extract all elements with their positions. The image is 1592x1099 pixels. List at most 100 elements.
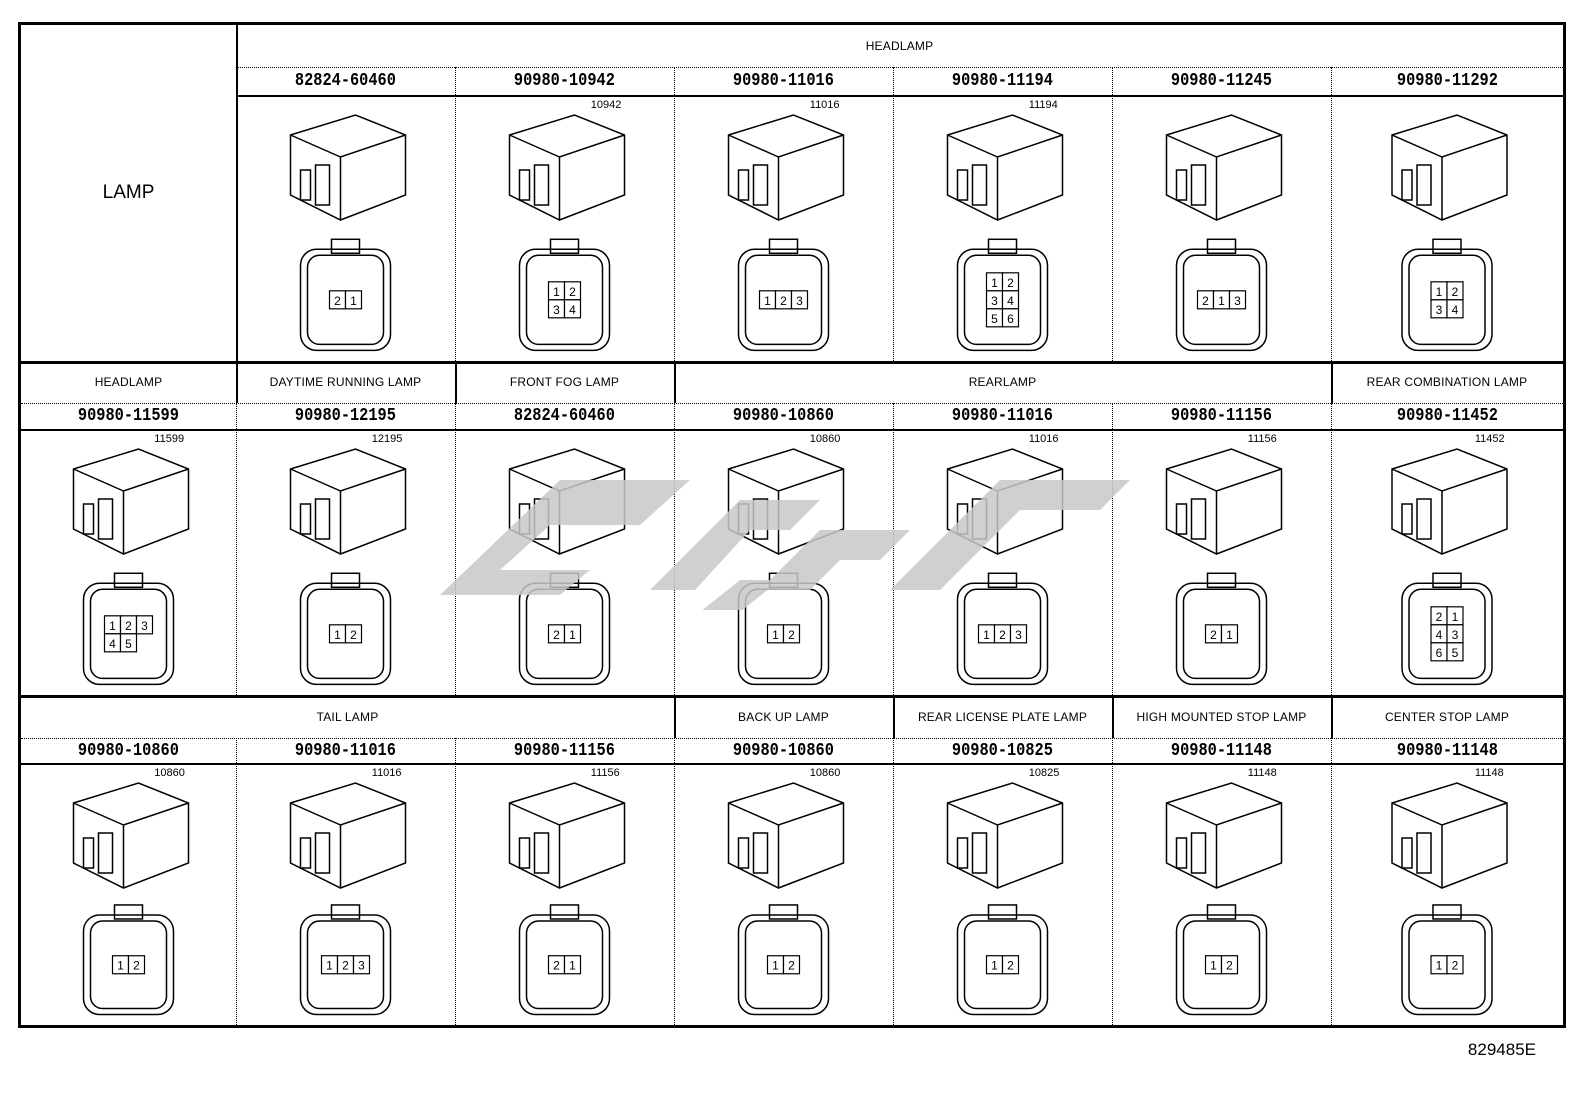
connector-drawing: 1 2 3 4 (1331, 95, 1563, 361)
part-number-cell: 90980-11016 (893, 403, 1112, 429)
part-number: 90980-10860 (732, 740, 834, 761)
group-header: CENTER STOP LAMP (1384, 709, 1510, 724)
connector-icon: 1 2 (727, 782, 845, 1016)
part-number: 90980-10942 (513, 71, 615, 91)
svg-text:2: 2 (1007, 959, 1014, 973)
divider (1112, 67, 1113, 361)
svg-text:1: 1 (117, 959, 124, 973)
part-number: 90980-11148 (1170, 740, 1272, 761)
svg-text:1: 1 (569, 628, 576, 642)
divider (21, 695, 1563, 698)
connector-icon: 1 2 (1391, 782, 1508, 1016)
connector-icon: 1 2 3 4 (1391, 114, 1508, 352)
part-number-cell: 90980-10860 (674, 403, 893, 429)
drawing-code: 829485E (1467, 1040, 1536, 1059)
svg-text:3: 3 (1015, 628, 1022, 642)
callout-label: 11452 (1474, 433, 1505, 445)
svg-text:2: 2 (553, 959, 560, 973)
part-number-cell: 90980-10860 (674, 738, 893, 763)
connector-icon: 1 2 3 (946, 448, 1064, 686)
svg-text:1: 1 (983, 628, 990, 642)
svg-text:1: 1 (1436, 959, 1443, 973)
svg-text:5: 5 (991, 312, 998, 326)
svg-text:3: 3 (553, 303, 560, 317)
svg-text:2: 2 (334, 294, 341, 308)
part-number-cell: 90980-11156 (1112, 403, 1331, 429)
divider (1331, 67, 1332, 361)
svg-text:3: 3 (991, 294, 998, 308)
callout-label: 11148 (1247, 767, 1277, 779)
callout-label: 11156 (590, 767, 620, 779)
divider (236, 361, 238, 403)
part-number-cell: 90980-11148 (1112, 738, 1331, 763)
svg-text:1: 1 (764, 294, 771, 308)
part-number-cell: 90980-11194 (893, 67, 1112, 95)
part-number: 90980-11156 (513, 740, 615, 761)
part-number-cell: 90980-10942 (455, 67, 674, 95)
divider (455, 738, 456, 1025)
svg-text:2: 2 (342, 959, 349, 973)
svg-text:1: 1 (1210, 959, 1217, 973)
callout-label: 11194 (1028, 99, 1058, 111)
svg-text:2: 2 (1452, 285, 1459, 299)
divider (1331, 361, 1333, 403)
callout-label: 11016 (809, 99, 840, 111)
part-number-cell: 90980-11452 (1331, 403, 1563, 429)
svg-text:1: 1 (1452, 610, 1459, 624)
part-number: 90980-11016 (294, 740, 396, 761)
callout-label: 10825 (1028, 767, 1060, 779)
group-header: FRONT FOG LAMP (509, 375, 620, 389)
svg-text:1: 1 (991, 276, 998, 290)
part-number-cell: 82824-60460 (455, 403, 674, 429)
connector-icon: 1 2 (727, 448, 845, 686)
part-number: 82824-60460 (513, 406, 615, 426)
connector-icon: 1 2 3 (289, 782, 407, 1016)
part-number: 90980-11016 (951, 406, 1053, 426)
divider (893, 695, 895, 738)
divider (893, 67, 894, 361)
connector-icon: 2 1 (1165, 448, 1283, 686)
svg-text:1: 1 (1226, 628, 1233, 642)
group-header: HEADLAMP (94, 375, 163, 389)
divider (893, 738, 894, 1025)
divider (674, 67, 675, 361)
part-number: 90980-10860 (732, 406, 834, 426)
divider (1112, 738, 1113, 1025)
group-header: TAIL LAMP (316, 709, 379, 724)
connector-icon: 1 2 3 4 5 6 (946, 114, 1064, 352)
part-number: 90980-10860 (77, 740, 179, 761)
svg-text:1: 1 (553, 285, 560, 299)
callout-label: 11148 (1474, 767, 1504, 779)
svg-text:2: 2 (350, 628, 357, 642)
svg-text:2: 2 (780, 294, 787, 308)
svg-text:2: 2 (999, 628, 1006, 642)
svg-text:1: 1 (109, 619, 116, 633)
group-header: REAR LICENSE PLATE LAMP (917, 709, 1088, 724)
divider (674, 361, 676, 403)
part-number-cell: 90980-11599 (21, 403, 236, 429)
group-header: BACK UP LAMP (738, 709, 829, 724)
part-number: 90980-11452 (1396, 406, 1498, 426)
svg-text:2: 2 (1007, 276, 1014, 290)
part-number: 90980-11156 (1170, 406, 1272, 426)
divider (21, 429, 1563, 431)
part-number: 82824-60460 (294, 71, 396, 91)
connector-icon: 1 2 3 4 (508, 114, 626, 352)
part-number: 90980-11292 (1396, 71, 1498, 91)
part-number-cell: 82824-60460 (236, 67, 455, 95)
svg-text:3: 3 (1436, 303, 1443, 317)
svg-text:5: 5 (1452, 646, 1459, 660)
divider (1331, 738, 1332, 1025)
part-number-cell: 90980-10825 (893, 738, 1112, 763)
part-number-cell: 90980-11245 (1112, 67, 1331, 95)
svg-text:1: 1 (326, 959, 333, 973)
